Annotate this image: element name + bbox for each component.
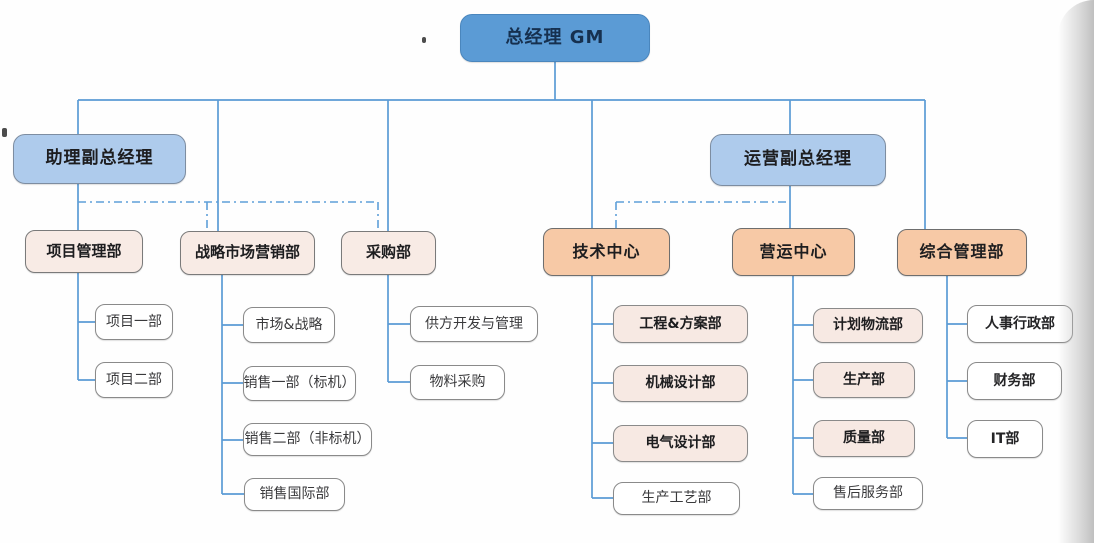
node-project-div-2: 项目二部 xyxy=(95,362,173,398)
node-electrical-design: 电气设计部 xyxy=(613,425,748,462)
node-sales-div-1-standard: 销售一部（标机） xyxy=(243,366,356,401)
node-procurement-dept: 采购部 xyxy=(341,231,436,275)
node-technology-center: 技术中心 xyxy=(543,228,670,276)
node-general-administration-dept: 综合管理部 xyxy=(897,229,1027,276)
node-finance: 财务部 xyxy=(967,362,1062,400)
node-project-div-1: 项目一部 xyxy=(95,304,173,340)
node-quality-dept: 质量部 xyxy=(813,420,915,457)
node-after-sales-service: 售后服务部 xyxy=(813,477,923,510)
dotted-line-connectors xyxy=(78,201,790,231)
node-market-strategy: 市场&战略 xyxy=(243,307,335,343)
node-hr-admin: 人事行政部 xyxy=(967,305,1073,343)
node-production-process: 生产工艺部 xyxy=(613,482,740,515)
node-strategic-marketing-dept: 战略市场营销部 xyxy=(180,231,315,275)
node-material-purchasing: 物料采购 xyxy=(410,365,505,400)
node-international-sales: 销售国际部 xyxy=(244,478,345,511)
scan-edge-shadow xyxy=(1058,0,1094,543)
node-sales-div-2-nonstandard: 销售二部（非标机） xyxy=(243,423,372,456)
node-engineering-solutions: 工程&方案部 xyxy=(613,305,748,343)
node-supplier-development: 供方开发与管理 xyxy=(410,306,538,342)
scan-speck xyxy=(422,37,426,43)
scan-speck xyxy=(2,128,7,137)
node-production-dept: 生产部 xyxy=(813,362,915,398)
node-general-manager: 总经理 GM xyxy=(460,14,650,62)
node-it: IT部 xyxy=(967,420,1043,458)
node-assistant-deputy-gm: 助理副总经理 xyxy=(13,134,186,184)
node-operations-center: 营运中心 xyxy=(732,228,855,276)
solid-connectors xyxy=(77,62,967,499)
node-mechanical-design: 机械设计部 xyxy=(613,365,748,402)
node-operations-deputy-gm: 运营副总经理 xyxy=(710,134,886,186)
node-project-management-dept: 项目管理部 xyxy=(25,230,143,273)
node-planning-logistics: 计划物流部 xyxy=(813,308,923,343)
